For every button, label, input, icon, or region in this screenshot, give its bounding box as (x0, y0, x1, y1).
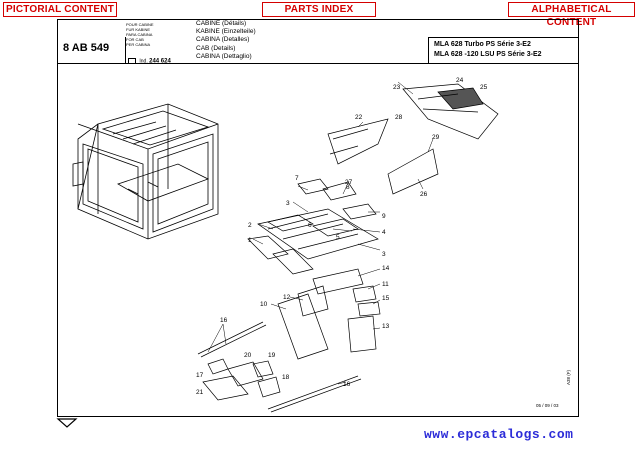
callout-label: 8 (346, 184, 350, 191)
callout-label: 5 (336, 234, 340, 241)
title-es: CABINA (Detalles) (196, 36, 250, 44)
callout-label: 4 (382, 229, 386, 236)
callout-label: 6 (308, 222, 312, 229)
side-code: A38 (F) (566, 369, 571, 385)
title-fr: CABINE (Détails) (196, 20, 247, 27)
callout-numbers: 1 2 3 3 4 5 6 7 8 9 10 11 12 13 14 15 16… (196, 77, 488, 396)
callout-label: 29 (432, 134, 440, 141)
watermark-url: www.epcatalogs.com (424, 427, 574, 442)
callout-label: 12 (283, 294, 291, 301)
callout-label: 18 (282, 374, 290, 381)
lang-line: FUR KABINE (126, 27, 151, 32)
callout-label: 16 (220, 317, 228, 324)
callout-label: 7 (295, 175, 299, 182)
cab-parts (197, 83, 499, 413)
callout-label: 3 (286, 200, 290, 207)
lang-line: PER CABINA (126, 42, 151, 47)
title-it: CABINA (Dettaglio) (196, 52, 252, 60)
callout-label: 16 (343, 381, 351, 388)
callout-label: 22 (355, 114, 363, 121)
callout-label: 21 (196, 389, 204, 396)
callout-label: 26 (420, 191, 428, 198)
callout-label: 2 (248, 222, 252, 229)
index-value: 244 624 (149, 58, 171, 65)
callout-label: 14 (382, 265, 390, 272)
callout-label: 15 (382, 295, 390, 302)
callout-label: 1 (248, 237, 252, 244)
lang-line: POUR CABINE (126, 22, 154, 27)
drawing-sheet (57, 19, 579, 417)
title-en: CAB (Details) (196, 44, 236, 52)
callout-label: 17 (196, 372, 204, 379)
callout-label: 13 (382, 323, 390, 330)
callout-label: 24 (456, 77, 464, 84)
callout-label: 19 (268, 352, 276, 359)
callout-label: 25 (480, 84, 488, 91)
page-down-arrow-icon[interactable] (56, 417, 78, 429)
callout-label: 3 (382, 251, 386, 258)
parts-index-button[interactable]: PARTS INDEX (262, 2, 376, 17)
lang-line: FOR CAB (126, 37, 144, 42)
cab-frame (72, 103, 219, 240)
date-stamp: 05 / 09 / 03 (536, 403, 559, 408)
model-line-1: MLA 628 Turbo PS Série 3-E2 (434, 41, 531, 48)
callout-label: 11 (382, 281, 389, 288)
model-line-2: MLA 628 -120 LSU PS Série 3-E2 (434, 51, 542, 58)
callout-label: 9 (382, 213, 386, 220)
callout-label: 28 (395, 114, 403, 121)
callout-label: 10 (260, 301, 268, 308)
lang-line: PARA CABINA (126, 32, 153, 37)
header-divider (57, 63, 578, 64)
callout-label: 23 (393, 84, 401, 91)
ref-number: 8 AB 549 (63, 42, 110, 54)
callout-label: 20 (244, 352, 252, 359)
section-titles: CABINE (Détails) KABINE (Einzelteile) CA… (196, 20, 256, 61)
alphabetical-content-button[interactable]: ALPHABETICAL CONTENT (508, 2, 635, 28)
index-label: Ind. (139, 58, 148, 65)
exploded-view-drawing: 1 2 3 3 4 5 6 7 8 9 10 11 12 13 14 15 16… (72, 77, 499, 413)
pictorial-content-button[interactable]: PICTORIAL CONTENT (3, 2, 117, 17)
leader-lines (207, 81, 434, 385)
callout-label: 27 (345, 179, 353, 186)
title-de: KABINE (Einzelteile) (196, 28, 256, 36)
model-box (428, 37, 578, 64)
language-box: POUR CABINE FUR KABINE PARA CABINA FOR C… (126, 22, 166, 56)
